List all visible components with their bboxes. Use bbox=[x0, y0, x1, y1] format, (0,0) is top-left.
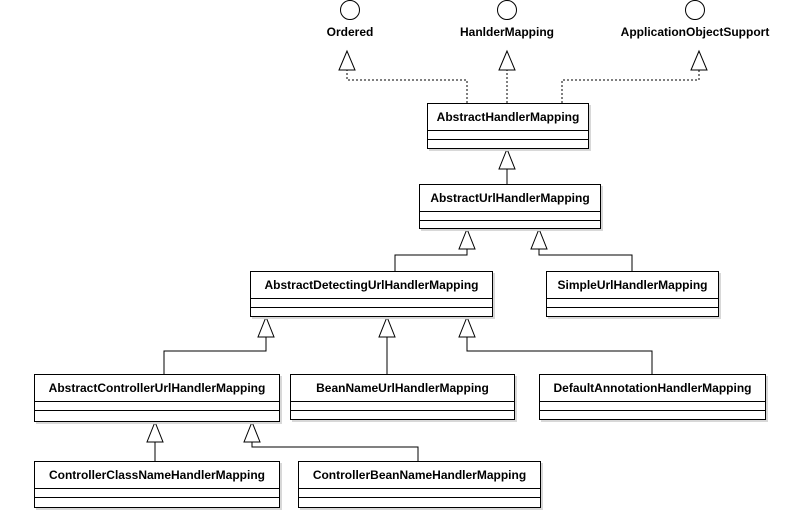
class-bean-name-url-handler-mapping[interactable]: BeanNameUrlHandlerMapping bbox=[290, 374, 515, 420]
class-operations-compartment bbox=[291, 411, 514, 419]
class-name: ControllerClassNameHandlerMapping bbox=[35, 462, 279, 489]
interface-application-object-support[interactable]: ApplicationObjectSupport bbox=[620, 0, 770, 39]
realization-line-ordered bbox=[346, 70, 468, 103]
class-operations-compartment bbox=[35, 498, 279, 506]
class-abstract-controller-url-handler-mapping[interactable]: AbstractControllerUrlHandlerMapping bbox=[34, 374, 280, 422]
generalization-line-default-annotation bbox=[466, 337, 653, 374]
class-name: DefaultAnnotationHandlerMapping bbox=[540, 375, 765, 402]
realization-arrowhead-ordered bbox=[338, 49, 356, 71]
generalization-arrowhead-abstract-url-right bbox=[530, 227, 548, 250]
generalization-line-simple-url bbox=[538, 249, 633, 271]
generalization-arrowhead-abstract-handler bbox=[498, 147, 516, 170]
class-abstract-detecting-url-handler-mapping[interactable]: AbstractDetectingUrlHandlerMapping bbox=[250, 271, 493, 317]
realization-arrowhead-application-object-support bbox=[690, 49, 708, 71]
class-attributes-compartment bbox=[547, 299, 718, 308]
generalization-arrowhead-abstract-detecting-middle bbox=[378, 315, 396, 338]
interface-label: HanlderMapping bbox=[459, 25, 554, 39]
class-name: ControllerBeanNameHandlerMapping bbox=[299, 462, 540, 489]
class-operations-compartment bbox=[540, 411, 765, 419]
class-name: AbstractHandlerMapping bbox=[428, 104, 588, 131]
class-simple-url-handler-mapping[interactable]: SimpleUrlHandlerMapping bbox=[546, 271, 719, 317]
realization-line-application-object-support bbox=[561, 70, 700, 103]
class-operations-compartment bbox=[547, 308, 718, 316]
class-attributes-compartment bbox=[35, 489, 279, 498]
class-default-annotation-handler-mapping[interactable]: DefaultAnnotationHandlerMapping bbox=[539, 374, 766, 420]
class-attributes-compartment bbox=[35, 402, 279, 411]
class-abstract-handler-mapping[interactable]: AbstractHandlerMapping bbox=[427, 103, 589, 149]
generalization-line-abstract-controller bbox=[163, 337, 267, 374]
class-abstract-url-handler-mapping[interactable]: AbstractUrlHandlerMapping bbox=[419, 184, 601, 229]
interface-handler-mapping[interactable]: HanlderMapping bbox=[432, 0, 582, 39]
class-attributes-compartment bbox=[291, 402, 514, 411]
generalization-arrowhead-abstract-controller-left bbox=[146, 420, 164, 443]
generalization-arrowhead-abstract-detecting-left bbox=[257, 315, 275, 338]
generalization-line-abstract-detecting bbox=[394, 249, 468, 271]
realization-lines bbox=[346, 70, 700, 103]
class-name: AbstractDetectingUrlHandlerMapping bbox=[251, 272, 492, 299]
class-operations-compartment bbox=[35, 411, 279, 419]
class-controller-class-name-handler-mapping[interactable]: ControllerClassNameHandlerMapping bbox=[34, 461, 280, 508]
generalization-line-controller-bean-name bbox=[251, 442, 419, 461]
generalization-arrowhead-abstract-controller-right bbox=[243, 420, 261, 443]
generalization-arrowhead-abstract-detecting-right bbox=[458, 315, 476, 338]
interface-label: Ordered bbox=[326, 25, 374, 39]
class-operations-compartment bbox=[299, 498, 540, 506]
class-attributes-compartment bbox=[420, 212, 600, 221]
interface-ordered[interactable]: Ordered bbox=[275, 0, 425, 39]
interface-circle-icon bbox=[685, 0, 705, 20]
class-attributes-compartment bbox=[428, 131, 588, 140]
class-operations-compartment bbox=[420, 221, 600, 229]
class-name: BeanNameUrlHandlerMapping bbox=[291, 375, 514, 402]
class-name: AbstractControllerUrlHandlerMapping bbox=[35, 375, 279, 402]
interface-label: ApplicationObjectSupport bbox=[620, 25, 770, 39]
class-operations-compartment bbox=[428, 140, 588, 148]
class-operations-compartment bbox=[251, 308, 492, 316]
class-attributes-compartment bbox=[251, 299, 492, 308]
class-name: SimpleUrlHandlerMapping bbox=[547, 272, 718, 299]
generalization-arrowhead-abstract-url-left bbox=[458, 227, 476, 250]
class-attributes-compartment bbox=[299, 489, 540, 498]
class-attributes-compartment bbox=[540, 402, 765, 411]
realization-arrowhead-handler-mapping bbox=[498, 49, 516, 71]
interface-circle-icon bbox=[340, 0, 360, 20]
class-controller-bean-name-handler-mapping[interactable]: ControllerBeanNameHandlerMapping bbox=[298, 461, 541, 508]
class-name: AbstractUrlHandlerMapping bbox=[420, 185, 600, 212]
interface-circle-icon bbox=[497, 0, 517, 20]
